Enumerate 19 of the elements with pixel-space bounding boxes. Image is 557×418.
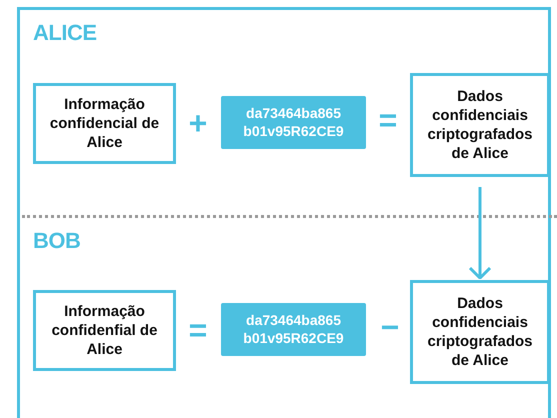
text-box: [410, 280, 550, 384]
section-heading: BOB: [33, 228, 80, 254]
equals-operator: =: [378, 104, 398, 136]
equals-operator: =: [188, 314, 208, 346]
text-box: [33, 290, 176, 371]
minus-operator: −: [380, 311, 400, 343]
box-text: da73464ba865 b01v95R62CE9: [242, 312, 345, 348]
box-text: Dados confidenciais criptografados de Alice: [426, 86, 534, 164]
key-box: [221, 303, 366, 356]
key-box: [221, 96, 366, 149]
arrow: [468, 187, 492, 280]
box-text: Dados confidenciais criptografados de Alice: [426, 294, 534, 370]
box-text: Informação confidencial de Alice: [48, 94, 160, 152]
text-box: [410, 73, 550, 177]
section-heading: ALICE: [33, 20, 96, 46]
box-text: da73464ba865 b01v95R62CE9: [242, 104, 345, 140]
plus-operator: +: [188, 107, 208, 139]
text-box: [33, 83, 176, 164]
box-text: Informação confidenfial de Alice: [50, 302, 158, 360]
